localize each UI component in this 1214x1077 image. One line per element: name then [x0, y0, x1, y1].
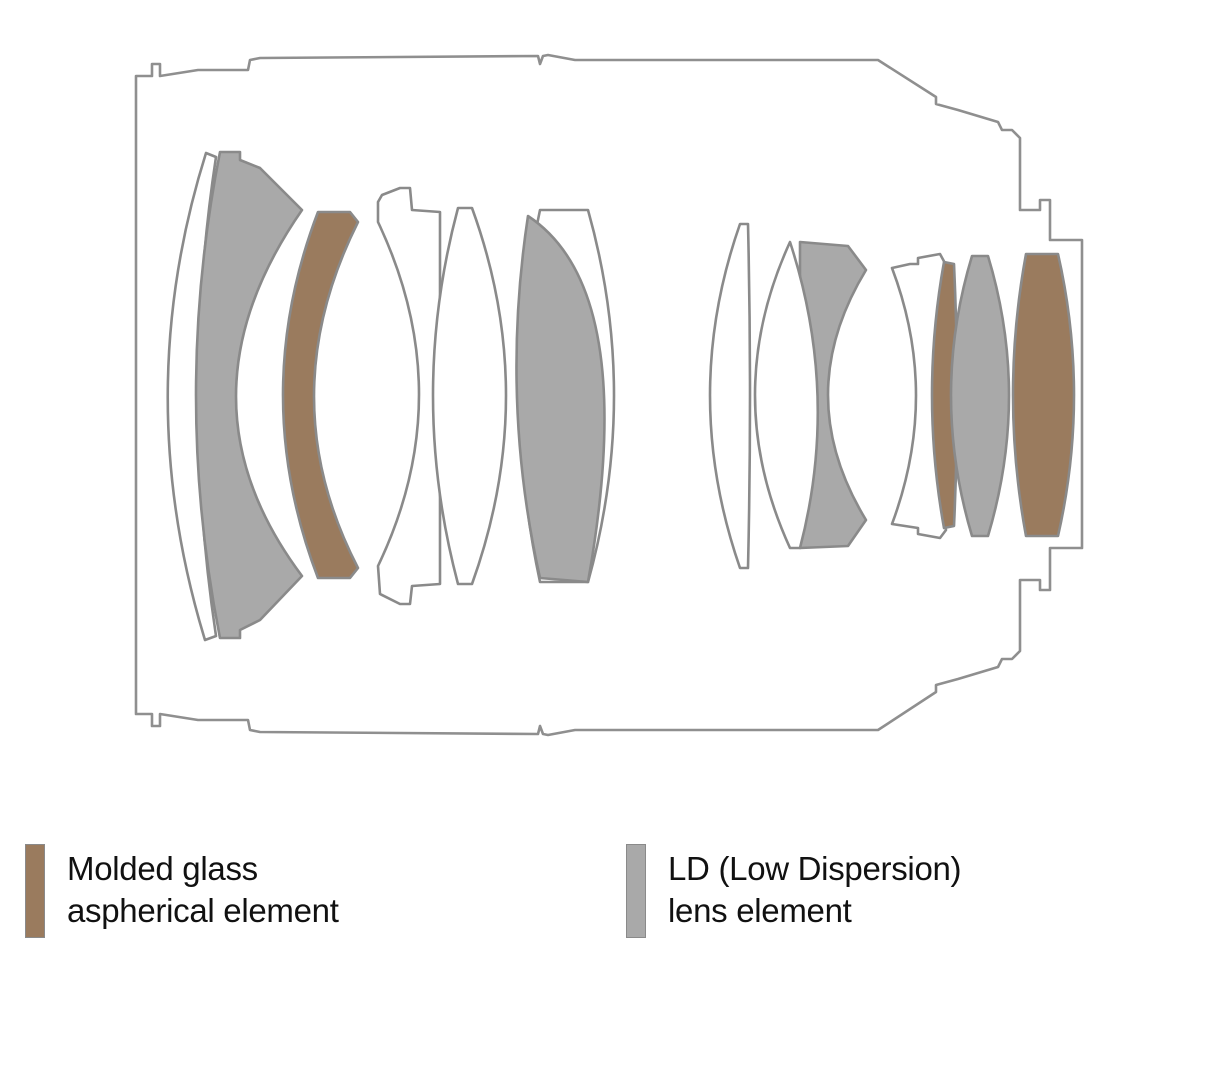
lens-construction-diagram	[134, 53, 1084, 737]
lens-element-5	[431, 206, 508, 586]
lens-elements	[166, 150, 1076, 642]
lens-element-8	[708, 222, 752, 570]
legend-ld: LD (Low Dispersion) lens element	[626, 844, 962, 938]
lens-element-9	[798, 240, 868, 550]
lens-element-7	[515, 214, 606, 584]
lens-barrel-outline	[134, 53, 1084, 737]
lens-element-3	[281, 210, 360, 580]
lens-element-10	[753, 240, 820, 550]
lens-element-4	[376, 186, 442, 606]
ld-swatch	[626, 844, 646, 938]
legend-molded-line2: aspherical element	[67, 892, 339, 929]
legend-molded-line1: Molded glass	[67, 850, 258, 887]
barrel-outline	[134, 53, 1084, 737]
legend-molded-aspherical: Molded glass aspherical element	[25, 844, 339, 938]
molded-aspherical-swatch	[25, 844, 45, 938]
lens-element-13	[949, 254, 1011, 538]
legend-ld-label: LD (Low Dispersion) lens element	[668, 848, 962, 932]
legend-ld-line2: lens element	[668, 892, 852, 929]
legend-molded-label: Molded glass aspherical element	[67, 848, 339, 932]
legend-ld-line1: LD (Low Dispersion)	[668, 850, 962, 887]
lens-element-14	[1011, 252, 1076, 538]
lens-element-2	[194, 150, 304, 640]
